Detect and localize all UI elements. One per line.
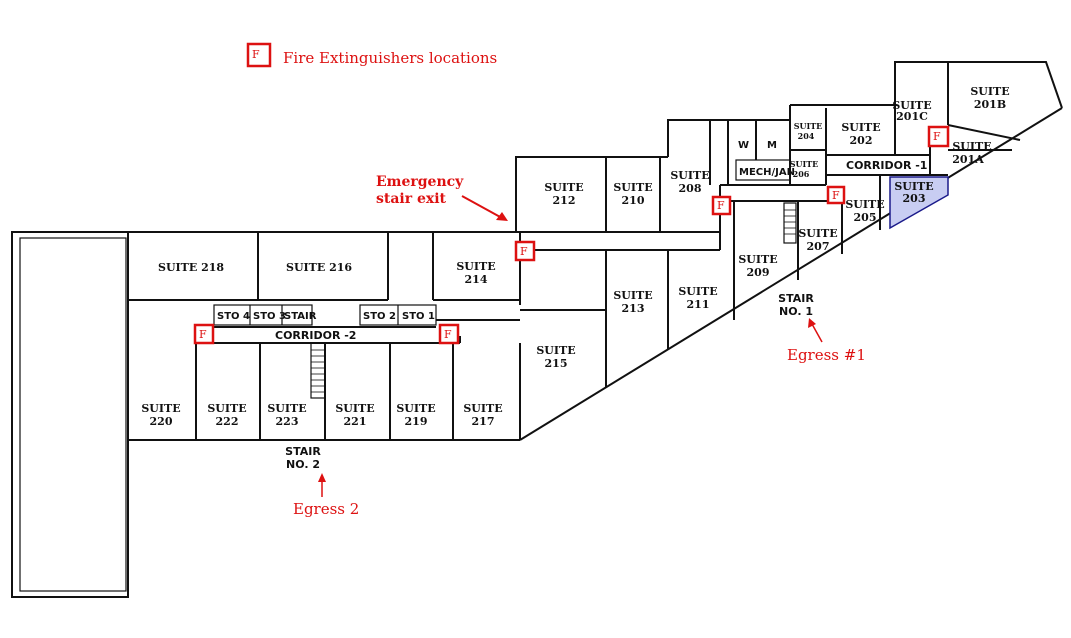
svg-text:F: F [832, 189, 840, 202]
fire-extinguisher-marker: F [438, 323, 460, 345]
corridor-2-label: CORRIDOR -2 [275, 329, 356, 342]
corridor-1-label: CORRIDOR -1 [846, 159, 927, 172]
fire-extinguisher-marker: F [193, 323, 215, 345]
svg-text:F: F [520, 245, 528, 258]
egress-1-arrow-icon [808, 318, 823, 343]
building-walls [11, 61, 1063, 598]
sto-2-label: STO 2 [363, 311, 396, 322]
sto-3-label: STO 3 [253, 311, 286, 322]
sto-1-label: STO 1 [402, 311, 435, 322]
svg-text:F: F [199, 328, 207, 341]
legend: F Fire Extinguishers locations [246, 42, 497, 68]
svg-text:F: F [933, 130, 941, 143]
m-label: M [767, 140, 777, 151]
mech-jan-label: MECH/JAN [739, 167, 795, 178]
fire-extinguishers: F F F F F F [193, 125, 950, 345]
fire-extinguisher-marker: F [711, 195, 732, 216]
emergency-exit-arrow-icon [461, 195, 508, 221]
legend-label: Fire Extinguishers locations [283, 49, 497, 67]
legend-fire-extinguisher-icon [246, 42, 272, 68]
stair-small-label: STAIR [284, 311, 317, 322]
suite-203-highlight [889, 176, 949, 230]
egress-2-arrow-icon [318, 473, 326, 497]
fire-extinguisher-marker: F [826, 185, 846, 205]
sto-4-label: STO 4 [217, 311, 250, 322]
legend-marker: F [252, 48, 260, 61]
egress-1-label: Egress #1 [787, 346, 866, 364]
svg-text:F: F [444, 328, 452, 341]
w-label: W [738, 140, 749, 151]
suite-218-label: SUITE 218 [158, 261, 224, 274]
fire-extinguisher-marker: F [927, 125, 950, 148]
fire-extinguisher-marker: F [514, 240, 536, 262]
svg-text:F: F [717, 199, 725, 212]
plan-labels: CORRIDOR -2 CORRIDOR -1 STO 4 STO 3 STAI… [217, 140, 927, 471]
egress-2-label: Egress 2 [293, 500, 359, 518]
suite-216-label: SUITE 216 [286, 261, 352, 274]
